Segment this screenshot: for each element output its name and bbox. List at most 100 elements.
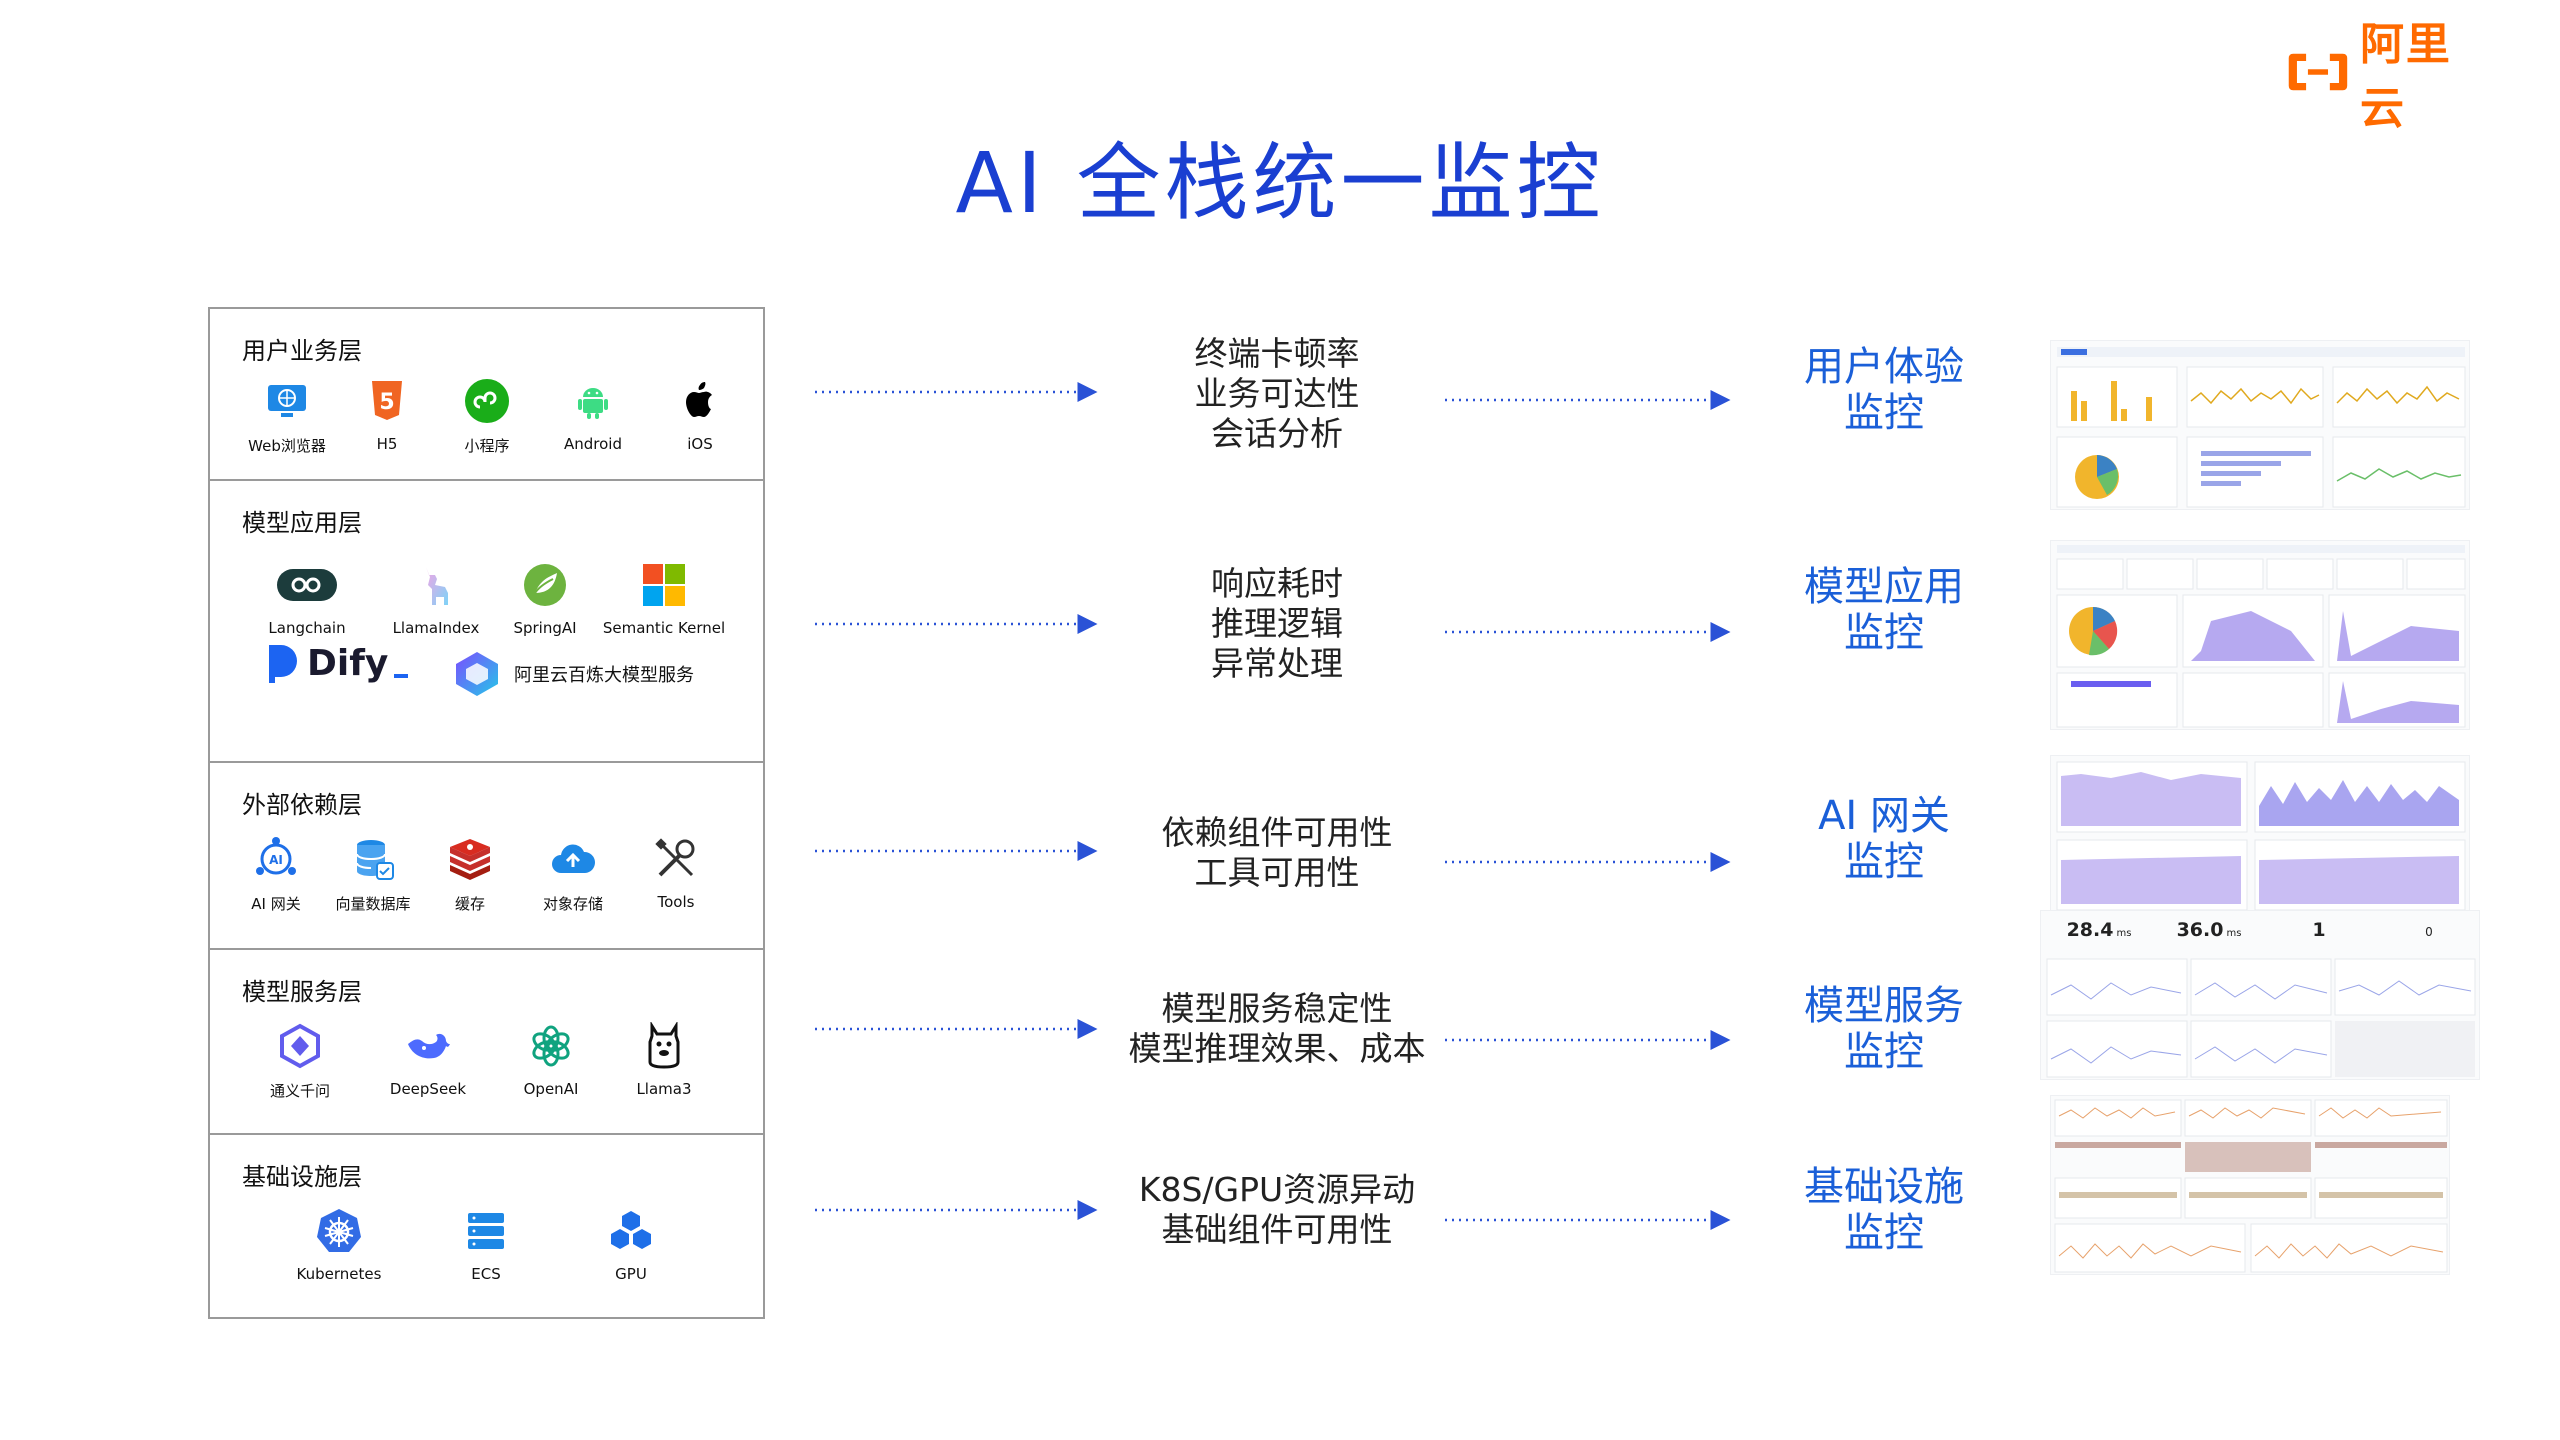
item-label: GPU: [615, 1265, 647, 1283]
layer-title: 用户业务层: [242, 337, 362, 365]
vector-db-icon: [356, 840, 394, 880]
desc-line: 异常处理: [1211, 644, 1343, 683]
dashboard-thumbnail: [2056, 545, 2466, 728]
item-label: Web浏览器: [248, 437, 326, 455]
aliyun-logo: 阿里云: [2286, 19, 2486, 134]
dashboard-model-app: [2050, 540, 2470, 730]
item-h5: 5 H5: [327, 377, 447, 453]
item-label: SpringAI: [513, 619, 577, 637]
layer-title: 外部依赖层: [242, 791, 362, 819]
row-1-monitor: 用户体验 监控: [1774, 344, 1994, 436]
stat-unit: ms: [2116, 928, 2132, 939]
dashboard-ai-gateway: [2050, 755, 2470, 915]
dify-underscore-icon: [394, 674, 409, 678]
stat-value: 28.4: [2066, 919, 2114, 941]
item-semantic-kernel: Semantic Kernel: [602, 561, 726, 637]
langchain-icon: [277, 569, 337, 601]
item-label: Android: [564, 435, 622, 453]
bailian-icon: [456, 652, 498, 696]
item-label: DeepSeek: [389, 1080, 467, 1098]
row-2-description: 响应耗时 推理逻辑 异常处理: [1097, 564, 1457, 684]
windows-icon: [643, 564, 685, 606]
ai-stack-panel: 用户业务层 Web浏览器 5 H5 小程序 Android iOS 模型应用层 …: [208, 307, 765, 1319]
item-label: iOS: [687, 435, 713, 453]
item-label: OpenAI: [523, 1080, 579, 1098]
dashboard-model-service: 28.4 ms 36.0 ms 1 0: [2040, 910, 2480, 1080]
item-label: 小程序: [464, 437, 510, 455]
item-bailian: 阿里云百炼大模型服务: [452, 649, 694, 699]
desc-line: 推理逻辑: [1211, 604, 1343, 643]
item-qwen: 通义千问: [240, 1022, 360, 1101]
desc-line: 终端卡顿率: [1194, 334, 1360, 373]
row-4-description: 模型服务稳定性 模型推理效果、成本: [1097, 989, 1457, 1069]
item-label: Dify: [307, 642, 389, 684]
item-openai: OpenAI: [491, 1022, 611, 1098]
item-langchain: Langchain: [247, 561, 367, 637]
item-cache: 缓存: [410, 835, 530, 914]
stat-errors: 0: [2425, 925, 2433, 939]
kubernetes-icon: [317, 1209, 361, 1252]
cloud-storage-icon: [552, 844, 596, 873]
item-mini-program: 小程序: [427, 377, 547, 456]
monitor-line: 模型服务: [1804, 983, 1964, 1029]
item-label: Langchain: [268, 619, 346, 637]
row-1-description: 终端卡顿率 业务可达性 会话分析: [1097, 334, 1457, 454]
monitor-icon: [268, 385, 306, 417]
layer-title: 模型服务层: [242, 978, 362, 1006]
svg-text:5: 5: [379, 390, 394, 415]
layer-infrastructure: 基础设施层 Kubernetes ECS GPU: [210, 1135, 763, 1317]
page-title: AI 全栈统一监控: [955, 134, 1605, 232]
mini-program-icon: [465, 379, 509, 423]
dashboard-user-experience: [2050, 340, 2470, 510]
openai-icon: [532, 1025, 570, 1067]
row-3-monitor: AI 网关 监控: [1774, 793, 1994, 885]
item-label: 向量数据库: [335, 895, 411, 913]
svg-text:AI: AI: [269, 853, 283, 867]
item-tools: Tools: [616, 835, 736, 911]
row-2-monitor: 模型应用 监控: [1774, 564, 1994, 656]
item-object-storage: 对象存储: [513, 835, 633, 914]
item-web-browser: Web浏览器: [227, 377, 347, 456]
monitor-line: 基础设施: [1804, 1164, 1964, 1210]
monitor-line: 监控: [1844, 1029, 1924, 1075]
row-5-monitor: 基础设施 监控: [1774, 1164, 1994, 1256]
spring-icon: [524, 564, 566, 606]
row-5-description: K8S/GPU资源异动 基础组件可用性: [1097, 1170, 1457, 1250]
item-label: 阿里云百炼大模型服务: [514, 665, 694, 686]
item-label: 缓存: [454, 895, 485, 913]
desc-line: 业务可达性: [1194, 374, 1360, 413]
item-ai-gateway: AI AI 网关: [216, 835, 336, 914]
stat-count: 1: [2312, 919, 2326, 941]
desc-line: 模型推理效果、成本: [1128, 1029, 1426, 1068]
item-android: Android: [533, 377, 653, 453]
desc-line: 工具可用性: [1194, 853, 1360, 892]
item-label: H5: [376, 435, 398, 453]
llama-icon: [426, 567, 448, 605]
dashboard-infrastructure: [2050, 1095, 2450, 1275]
item-deepseek: DeepSeek: [368, 1022, 488, 1098]
tools-icon: [655, 838, 695, 877]
item-ios: iOS: [640, 377, 760, 453]
layer-external-deps: 外部依赖层 AI AI 网关 向量数据库 缓存 对象存储 Tools: [210, 763, 763, 950]
item-gpu: GPU: [571, 1207, 691, 1283]
aliyun-logo-icon: [2288, 53, 2348, 91]
html5-icon: 5: [372, 381, 402, 420]
monitor-line: 监控: [1844, 839, 1924, 885]
stat-latency-1: 28.4 ms: [2049, 919, 2149, 953]
item-label: Tools: [657, 893, 695, 911]
stat-latency-2: 36.0 ms: [2159, 919, 2259, 953]
deepseek-icon: [408, 1033, 450, 1059]
desc-line: K8S/GPU资源异动: [1138, 1170, 1416, 1209]
ai-gateway-icon: AI: [256, 837, 296, 875]
item-label: Kubernetes: [296, 1265, 382, 1283]
monitor-line: 用户体验: [1804, 344, 1964, 390]
monitor-line: AI 网关: [1818, 793, 1950, 839]
item-label: Semantic Kernel: [602, 619, 726, 637]
row-3-description: 依赖组件可用性 工具可用性: [1097, 813, 1457, 893]
dashboard-thumbnail: [2056, 347, 2466, 508]
android-icon: [578, 388, 608, 419]
item-label: 对象存储: [542, 895, 603, 913]
item-dify: Dify: [265, 641, 409, 685]
stat-unit: ms: [2226, 928, 2242, 939]
stat-value: 36.0: [2176, 919, 2224, 941]
